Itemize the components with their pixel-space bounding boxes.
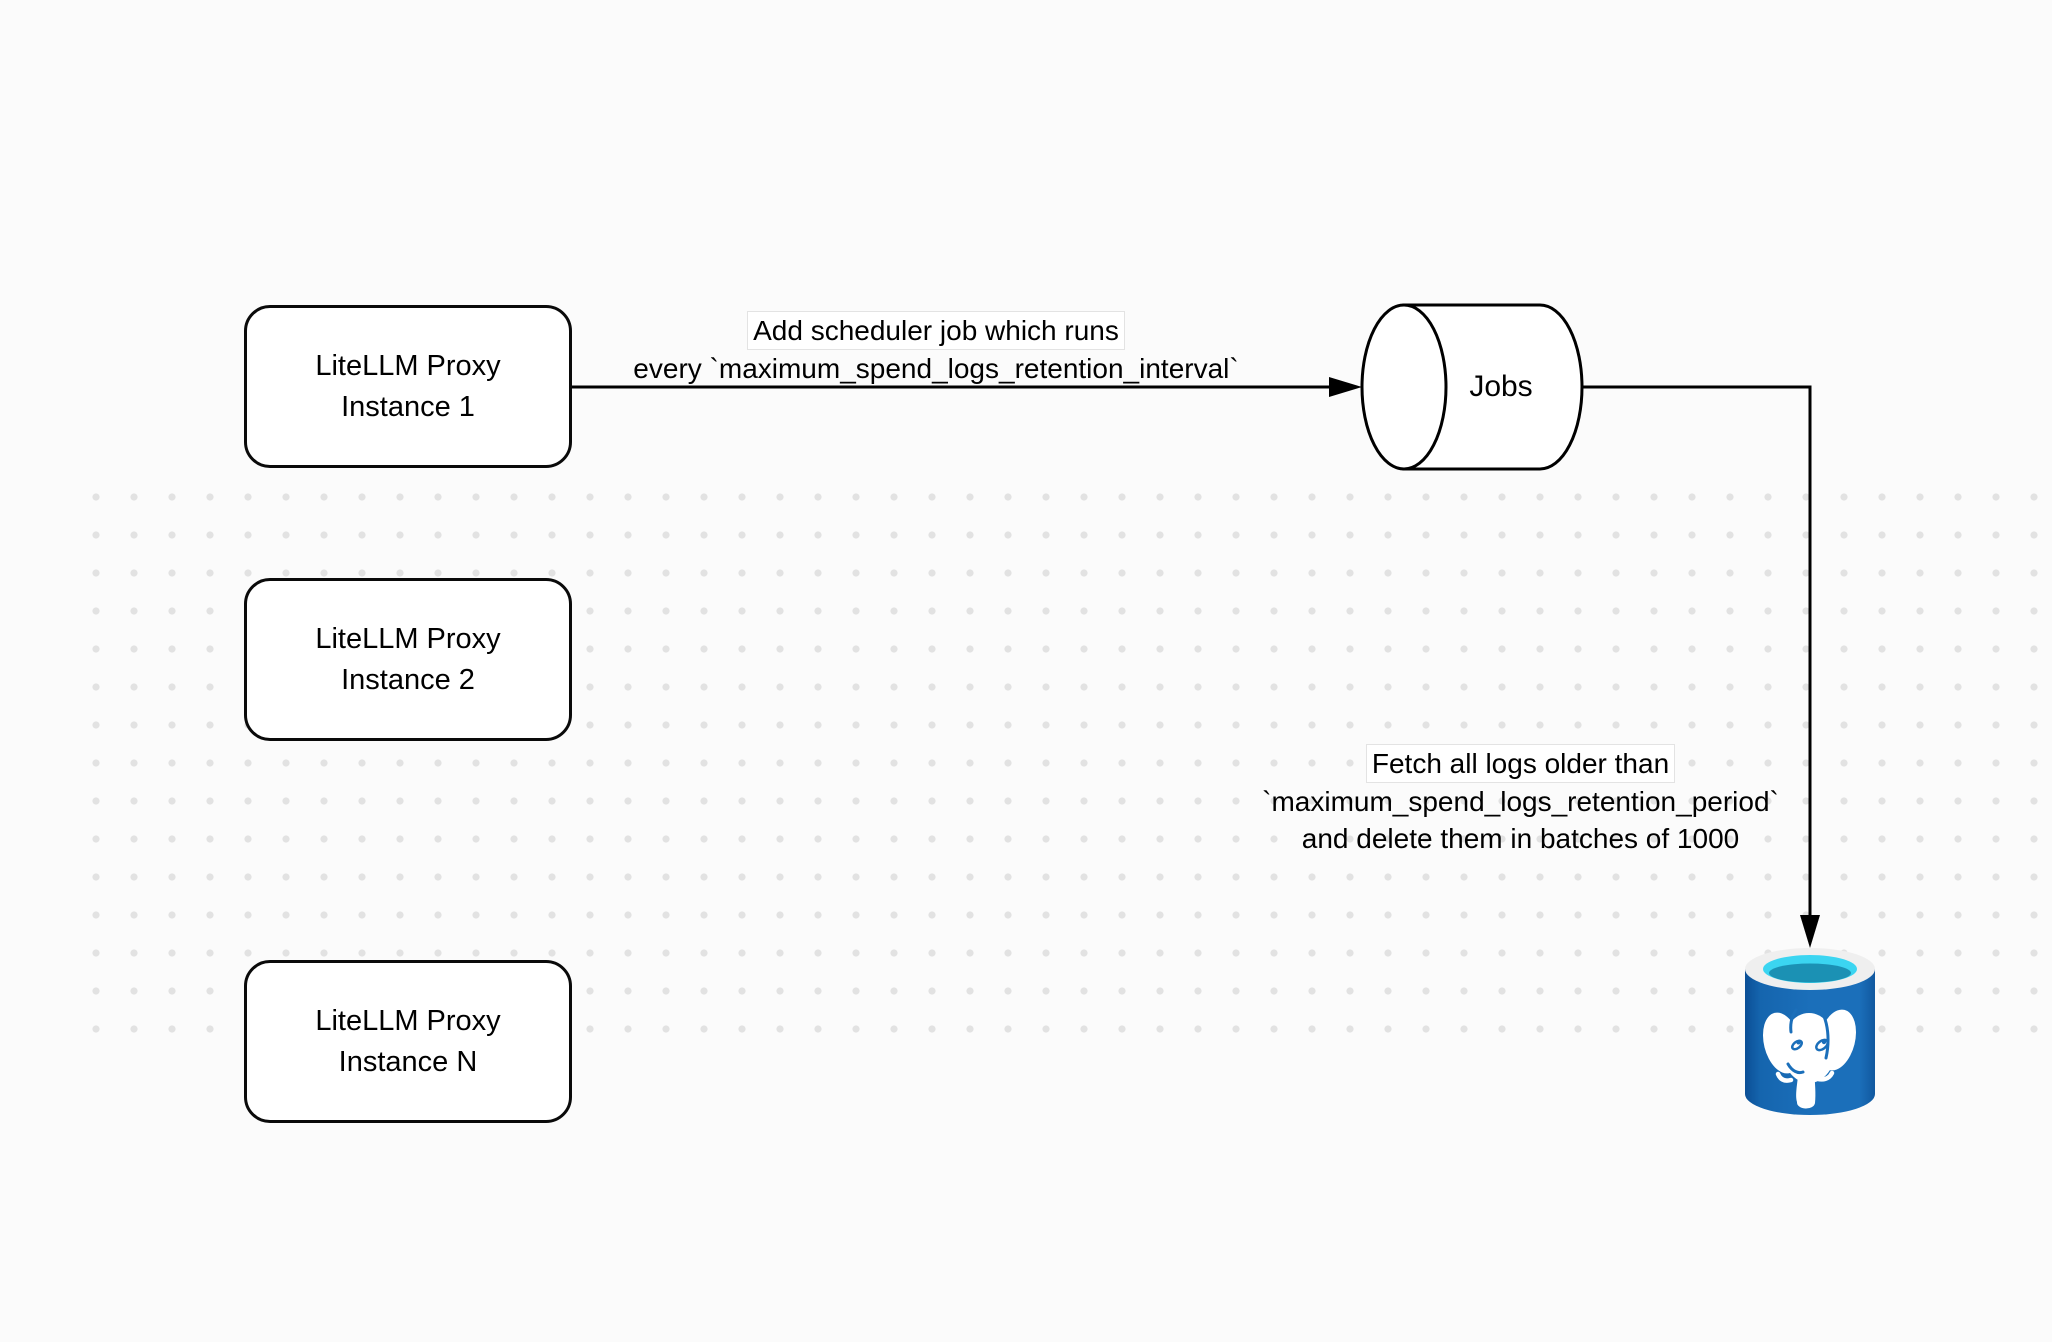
edge-label-fetch: Fetch all logs older than `maximum_spend… — [1233, 744, 1808, 857]
edge-label-scheduler: Add scheduler job which runs every `maxi… — [596, 311, 1276, 387]
jobs-queue-label: Jobs — [1469, 370, 1533, 403]
edge-fetch-arrowhead-icon — [1800, 915, 1820, 948]
node-litellm-proxy-instance-2: LiteLLM Proxy Instance 2 — [244, 578, 572, 741]
edge-label-fetch-line1: Fetch all logs older than — [1365, 744, 1676, 783]
postgresql-database-icon — [1745, 948, 1875, 1115]
edge-label-scheduler-line2: every `maximum_spend_logs_retention_inte… — [633, 353, 1239, 384]
edge-label-fetch-line2: `maximum_spend_logs_retention_period` — [1262, 786, 1779, 817]
node-litellm-proxy-instance-1: LiteLLM Proxy Instance 1 — [244, 305, 572, 468]
edge-label-fetch-line3: and delete them in batches of 1000 — [1301, 823, 1740, 854]
jobs-queue-shape — [1360, 303, 1584, 471]
edge-label-scheduler-line1: Add scheduler job which runs — [747, 311, 1125, 350]
edge-fetch-line — [1582, 385, 1812, 917]
postgres-elephant-icon — [1762, 1008, 1857, 1109]
postgres-cylinder-liquid-teal — [1769, 963, 1851, 983]
node-litellm-proxy-instance-n: LiteLLM Proxy Instance N — [244, 960, 572, 1123]
edge-scheduler-arrowhead-icon — [1329, 377, 1362, 397]
